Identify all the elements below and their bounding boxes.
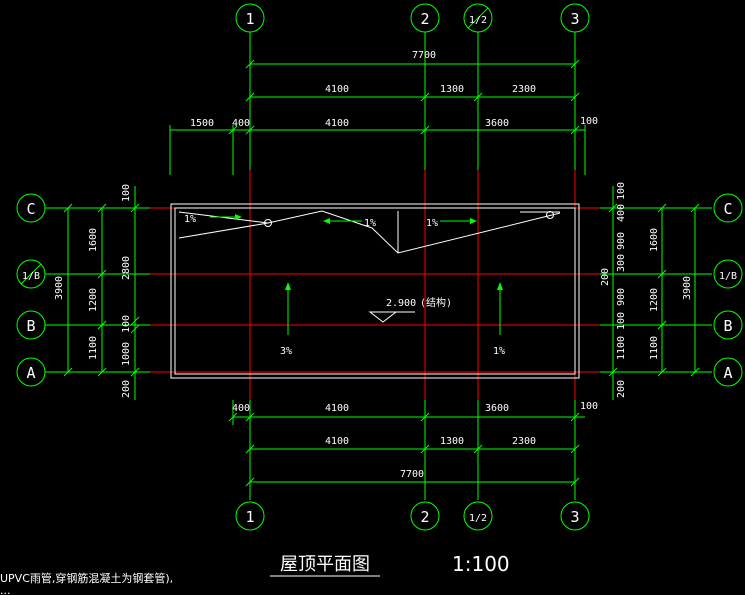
axis-label-bottom-1-2: 1/2 xyxy=(469,513,487,524)
left-dim-2800: 2800 xyxy=(121,256,132,280)
bottom-dimensions: 400 4100 3600 100 4100 1300 2300 7700 xyxy=(228,400,598,487)
axis-bubble-left-b xyxy=(16,310,46,340)
axis-bubbles-left: C 1/B B A xyxy=(16,193,46,387)
axis-bubble-left-c xyxy=(16,193,46,223)
slope-label-1: 1% xyxy=(184,214,196,225)
left-dimensions: 3900 1600 1200 1100 100 2800 100 1000 20… xyxy=(54,184,140,400)
axis-bubbles-bottom: 1 2 1/2 3 xyxy=(235,501,590,531)
bottom-dim-4100: 4100 xyxy=(325,403,349,414)
left-dim-1200: 1200 xyxy=(88,288,99,312)
roof-outline xyxy=(170,203,580,379)
top-dim-1300: 1300 xyxy=(440,84,464,95)
title-block: 屋顶平面图 1:100 xyxy=(270,552,510,577)
right-dim-400: 400 xyxy=(616,204,627,222)
axis-bubbles-right: C 1/B B A xyxy=(713,193,743,387)
axis-label-top-1: 1 xyxy=(245,10,254,28)
axis-bubble-bottom-3 xyxy=(560,501,590,531)
left-dim-100: 100 xyxy=(121,315,132,333)
right-dim-3900: 3900 xyxy=(682,276,693,300)
axis-label-bottom-3: 3 xyxy=(570,508,579,526)
axis-bubble-right-c xyxy=(713,193,743,223)
right-dim-200-mid: 200 xyxy=(600,268,611,286)
drawing-scale: 1:100 xyxy=(452,552,510,576)
axis-label-top-2: 2 xyxy=(420,10,429,28)
bottom-dim-4100-b: 4100 xyxy=(325,436,349,447)
top-dimensions: 7700 4100 1300 2300 1500 400 4100 3600 1… xyxy=(169,50,598,175)
axis-label-right-a: A xyxy=(723,364,732,382)
top-dim-4100: 4100 xyxy=(325,84,349,95)
right-dim-900-b: 900 xyxy=(616,288,627,306)
axis-bubble-bottom-1 xyxy=(235,501,265,531)
left-dim-3900: 3900 xyxy=(54,276,65,300)
right-dim-1100-inner: 1100 xyxy=(616,336,627,360)
right-dim-1600: 1600 xyxy=(649,228,660,252)
notes: UPVC雨管,穿钢筋混凝土为钢套管), ... xyxy=(0,571,173,595)
bottom-dim-400: 400 xyxy=(232,403,250,414)
axis-label-left-b: B xyxy=(26,317,35,335)
left-dim-1100: 1100 xyxy=(88,336,99,360)
right-dim-200: 200 xyxy=(616,380,627,398)
axis-label-left-1b: 1/B xyxy=(22,271,40,282)
right-dim-100: 100 xyxy=(616,312,627,330)
bottom-total-dim: 7700 xyxy=(400,469,424,480)
elevation-value: 2.900 xyxy=(386,298,416,309)
axis-label-right-c: C xyxy=(723,200,732,218)
bottom-dim-1300: 1300 xyxy=(440,436,464,447)
top-dim-4100-b: 4100 xyxy=(325,118,349,129)
slope-label-2: 1% xyxy=(364,218,376,229)
axis-label-left-c: C xyxy=(26,200,35,218)
axis-label-right-b: B xyxy=(723,317,732,335)
axis-bubble-bottom-1-2 xyxy=(463,501,493,531)
axis-bubbles-top: 1 2 1/2 3 xyxy=(235,3,590,33)
axis-bubble-left-a xyxy=(16,357,46,387)
slope-label-5: 1% xyxy=(493,346,505,357)
roof-drain-icon xyxy=(264,219,272,227)
bottom-dim-100: 100 xyxy=(580,401,598,412)
axis-label-right-1b: 1/B xyxy=(719,271,737,282)
bottom-dim-3600: 3600 xyxy=(485,403,509,414)
axis-label-top-1-2: 1/2 xyxy=(469,15,487,26)
slope-label-4: 3% xyxy=(280,346,292,357)
axis-bubble-right-b xyxy=(713,310,743,340)
right-dimensions: 100 400 900 300 200 900 100 1100 200 160… xyxy=(600,182,700,400)
left-dim-200: 200 xyxy=(121,380,132,398)
axis-bubble-top-1-2 xyxy=(463,3,493,33)
axis-bubble-top-2 xyxy=(410,3,440,33)
drawing-title: 屋顶平面图 xyxy=(280,554,370,575)
top-dim-100: 100 xyxy=(580,116,598,127)
top-dim-2300: 2300 xyxy=(512,84,536,95)
left-dim-100-top: 100 xyxy=(121,184,132,202)
axis-bubble-top-1 xyxy=(235,3,265,33)
note-line-1: UPVC雨管,穿钢筋混凝土为钢套管), xyxy=(0,571,173,585)
axis-label-top-3: 3 xyxy=(570,10,579,28)
axis-bubble-top-3 xyxy=(560,3,590,33)
axis-bubble-right-a xyxy=(713,357,743,387)
axis-label-left-a: A xyxy=(26,364,35,382)
axis-extension-lines xyxy=(45,32,712,500)
axis-label-bottom-2: 2 xyxy=(420,508,429,526)
top-dim-3600: 3600 xyxy=(485,118,509,129)
right-dim-100-top: 100 xyxy=(616,182,627,200)
top-dim-400: 400 xyxy=(232,118,250,129)
axis-bubble-bottom-2 xyxy=(410,501,440,531)
axis-bubble-left-1b xyxy=(16,259,46,289)
right-dim-300: 300 xyxy=(616,254,627,272)
note-line-2: ... xyxy=(0,584,11,595)
left-dim-1600: 1600 xyxy=(88,228,99,252)
slope-arrows: 1% 1% 1% 3% 1% xyxy=(184,214,505,357)
axis-label-bottom-1: 1 xyxy=(245,508,254,526)
elevation-note: (结构) xyxy=(420,296,452,309)
bottom-dim-2300: 2300 xyxy=(512,436,536,447)
right-dim-900-a: 900 xyxy=(616,232,627,250)
slope-label-3: 1% xyxy=(426,218,438,229)
left-dim-1000: 1000 xyxy=(121,342,132,366)
top-total-dim: 7700 xyxy=(412,50,436,61)
top-dim-1500: 1500 xyxy=(190,118,214,129)
roof-drain-icon-2 xyxy=(546,211,554,219)
right-dim-1100: 1100 xyxy=(649,336,660,360)
right-dim-1200: 1200 xyxy=(649,288,660,312)
elevation-mark: 2.900 (结构) xyxy=(368,296,452,323)
axis-bubble-right-1b xyxy=(713,259,743,289)
